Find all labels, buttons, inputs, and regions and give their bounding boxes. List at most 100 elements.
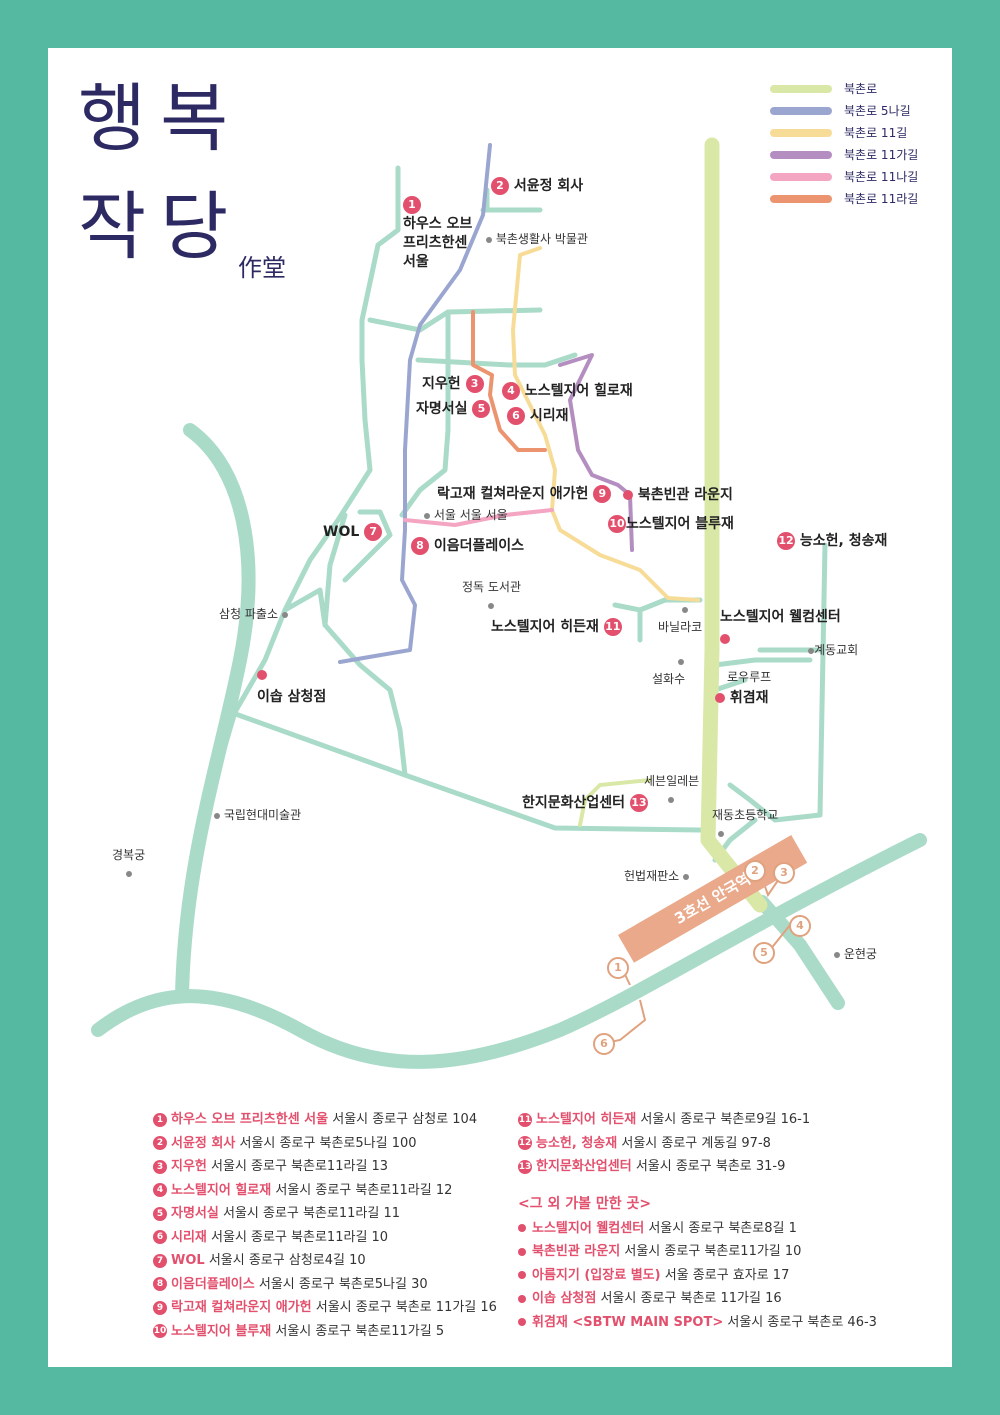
legend-label: 북촌로	[844, 82, 878, 96]
place-marker-6[interactable]: 6 시리재	[507, 405, 569, 425]
directory-number: 4	[153, 1183, 167, 1197]
red-dot-icon	[518, 1271, 526, 1279]
road-bukchon-ro-11ra	[471, 310, 547, 452]
place-marker-13[interactable]: 한지문화산업센터 13	[522, 792, 648, 812]
place-marker-10[interactable]: 10노스텔지어 블루재	[608, 513, 734, 533]
place-number: 10	[608, 515, 626, 533]
legend-swatch	[770, 129, 832, 137]
extra-place-aesop[interactable]: 이솝 삼청점	[257, 664, 326, 708]
landmark: 계동교회	[808, 641, 858, 658]
other-place-address: 서울시 종로구 북촌로 46-3	[727, 1314, 877, 1330]
directory-address: 서울시 종로구 북촌로5나길 100	[239, 1135, 417, 1151]
station-exit-1[interactable]: 1	[607, 957, 629, 979]
place-name: 노스텔지어 블루재	[626, 516, 734, 532]
gray-dot-icon	[668, 796, 674, 803]
directory-number: 3	[153, 1159, 167, 1174]
directory-address: 서울시 종로구 북촌로5나길 30	[258, 1276, 428, 1292]
directory-name: 노스텔지어 힐로재	[171, 1182, 272, 1198]
extra-place-welcome[interactable]: 노스텔지어 웰컴센터	[720, 606, 841, 650]
landmark: 경복궁	[112, 846, 145, 882]
legend-label: 북촌로 11라길	[844, 192, 919, 206]
title-line2: 작당	[78, 184, 243, 270]
directory-address: 서울시 종로구 북촌로9길 16-1	[640, 1112, 811, 1127]
directory-address: 서울시 종로구 계동길 97-8	[621, 1135, 771, 1151]
place-marker-11[interactable]: 노스텔지어 히든재 11	[491, 616, 622, 636]
place-marker-9[interactable]: 락고재 컬쳐라운지 애가헌 9	[437, 483, 612, 503]
station-exit-3[interactable]: 3	[773, 862, 795, 884]
station-exit-2[interactable]: 2	[744, 860, 766, 882]
directory-name: 하우스 오브 프리츠한센 서울	[171, 1112, 329, 1127]
gray-dot-icon	[281, 611, 288, 618]
place-number: 1	[403, 196, 421, 214]
place-marker-2[interactable]: 2 서윤정 회사	[491, 175, 583, 195]
place-name: 노스텔지어 웰컴센터	[720, 609, 841, 625]
directory-name: 노스텔지어 히든재	[536, 1112, 637, 1127]
directory-number: 9	[153, 1300, 167, 1315]
directory-name: 이음더플레이스	[171, 1276, 255, 1292]
place-marker-5[interactable]: 자명서실 5	[416, 398, 491, 418]
directory-name: WOL	[171, 1253, 205, 1268]
place-name: 북촌빈관 라운지	[637, 487, 733, 503]
directory-number: 10	[153, 1324, 167, 1338]
title-hanja: 作堂	[238, 254, 286, 282]
station-exit-5[interactable]: 5	[753, 942, 775, 964]
main-road-west	[175, 423, 256, 1002]
other-place-address: 서울시 종로구 북촌로8길 1	[648, 1220, 797, 1236]
extra-place-lounge[interactable]: 북촌빈관 라운지	[623, 484, 733, 504]
road-bukchon-ro-11na	[403, 508, 554, 527]
place-marker-7[interactable]: WOL 7	[323, 523, 383, 541]
place-number: 12	[777, 532, 795, 550]
legend-label: 북촌로 11가길	[844, 148, 919, 162]
directory-address: 서울시 종로구 삼청로4길 10	[208, 1253, 366, 1268]
place-marker-3[interactable]: 지우헌 3	[422, 373, 484, 393]
place-number: 8	[411, 537, 429, 555]
road	[712, 677, 748, 693]
directory-name: 한지문화산업센터	[536, 1159, 632, 1174]
directory-name: 서윤정 회사	[171, 1135, 236, 1151]
place-marker-4[interactable]: 4 노스텔지어 힐로재	[502, 380, 633, 400]
gray-dot-icon	[488, 602, 494, 609]
other-place-item: 이솝 삼청점 서울시 종로구 북촌로 11가길 16	[518, 1287, 877, 1311]
other-place-item: 휘겸재 <SBTW MAIN SPOT> 서울시 종로구 북촌로 46-3	[518, 1311, 877, 1335]
place-number: 7	[364, 523, 383, 541]
gray-dot-icon	[678, 658, 684, 665]
directory-number: 6	[153, 1230, 167, 1244]
station-exit-6[interactable]: 6	[593, 1033, 615, 1055]
directory-name: 자명서실	[171, 1206, 219, 1221]
landmark-label: 헌법재판소	[624, 869, 680, 883]
red-dot-icon	[257, 670, 267, 680]
place-name: 노스텔지어 히든재	[491, 619, 599, 635]
red-dot-icon	[518, 1318, 526, 1326]
place-name: WOL	[323, 524, 360, 540]
legend-swatch	[770, 107, 832, 115]
station-exit-4[interactable]: 4	[789, 915, 811, 937]
directory-number: 13	[518, 1159, 532, 1174]
road-bukchon-ro-5na	[338, 143, 492, 664]
landmark: 세븐일레븐	[644, 772, 699, 808]
landmark: 설화수	[652, 652, 685, 688]
other-place-address: 서울시 종로구 북촌로 11가길 16	[600, 1291, 782, 1306]
landmark: 로우루프	[727, 668, 771, 685]
road	[342, 509, 393, 583]
gray-dot-icon	[718, 830, 724, 837]
road-bukchon-ro-11	[511, 246, 700, 602]
other-places-heading: <그 외 가볼 만한 곳>	[518, 1195, 652, 1212]
road	[727, 542, 828, 823]
extra-place-hwigyeomjae[interactable]: 휘겸재	[715, 687, 769, 707]
place-marker-8[interactable]: 8 이음더플레이스	[411, 535, 524, 555]
place-marker-12[interactable]: 12 능소헌, 청송재	[777, 530, 887, 550]
legend-label: 북촌로 5나길	[844, 104, 911, 118]
landmark: 국립현대미술관	[214, 806, 301, 823]
landmark-label: 로우루프	[727, 670, 772, 684]
place-name: 시리재	[529, 408, 569, 424]
red-dot-icon	[518, 1294, 526, 1303]
